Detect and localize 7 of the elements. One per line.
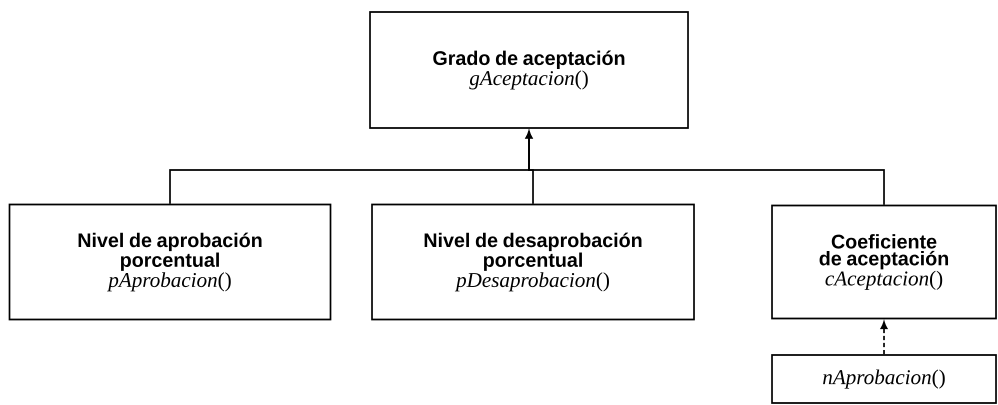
method-box: nAprobacion() xyxy=(771,354,997,404)
class-box: Grado de aceptación gAceptacion() xyxy=(369,11,689,129)
class-box: Nivel de desaprobación porcentual pDesaprobacion() xyxy=(371,204,695,320)
arrow xyxy=(526,131,885,205)
class-box: Coeficiente de aceptación cAceptacion() xyxy=(771,204,997,320)
arrow xyxy=(880,322,888,354)
class-box: Nivel de aprobación porcentual pAprobacion() xyxy=(8,204,332,320)
